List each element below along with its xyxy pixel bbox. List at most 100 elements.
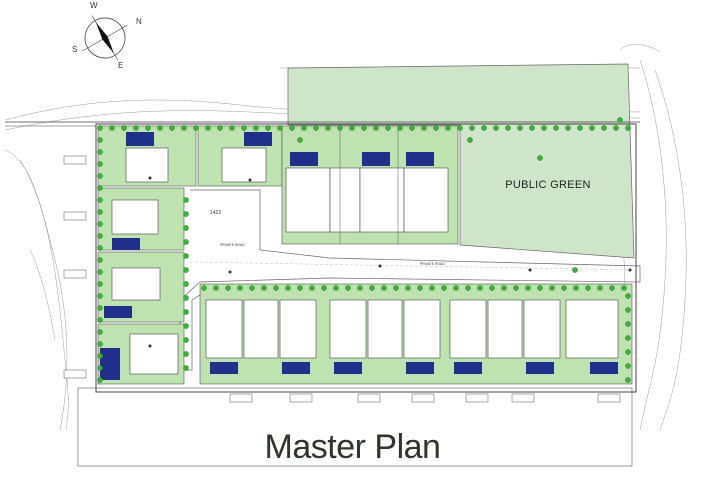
tree-icon (513, 285, 519, 291)
tree-icon (572, 267, 578, 273)
pool (590, 362, 618, 374)
tree-icon (625, 293, 631, 299)
tree-icon (97, 209, 103, 215)
north-townhouses (281, 125, 459, 245)
north-villa-pair (197, 125, 283, 187)
tree-icon (97, 221, 103, 227)
site-boundary (95, 123, 637, 393)
tree-icon (501, 285, 507, 291)
tree-icon (505, 125, 511, 131)
tree-icon (181, 125, 187, 131)
tree-icon (277, 125, 283, 131)
tree-icon (433, 125, 439, 131)
tree-icon (467, 137, 473, 143)
tree-icon (625, 363, 631, 369)
tree-icon (97, 293, 103, 299)
pool (126, 132, 154, 146)
tree-icon (493, 125, 499, 131)
tree-icon (337, 125, 343, 131)
tree-icon (253, 125, 259, 131)
tree-icon (261, 285, 267, 291)
tree-icon (537, 285, 543, 291)
tree-icon (625, 307, 631, 313)
tree-icon (193, 125, 199, 131)
tree-icon (213, 285, 219, 291)
tree-icon (97, 149, 103, 155)
tree-icon (597, 285, 603, 291)
tree-icon (625, 349, 631, 355)
tree-icon (109, 125, 115, 131)
tree-icon (205, 125, 211, 131)
tree-icon (309, 285, 315, 291)
tree-icon (625, 335, 631, 341)
tree-icon (577, 125, 583, 131)
tree-icon (613, 125, 619, 131)
tree-icon (621, 285, 627, 291)
tree-icon (453, 285, 459, 291)
tree-icon (157, 125, 163, 131)
tree-icon (625, 321, 631, 327)
tree-icon (145, 125, 151, 131)
tree-icon (183, 197, 189, 203)
tree-icon (481, 125, 487, 131)
tree-icon (289, 125, 295, 131)
tree-icon (441, 285, 447, 291)
pool (526, 362, 554, 374)
tree-icon (97, 185, 103, 191)
pool (454, 362, 482, 374)
tree-icon (225, 285, 231, 291)
tree-icon (585, 285, 591, 291)
south-townhouses (199, 283, 633, 385)
tree-icon (241, 125, 247, 131)
tree-icon (97, 281, 103, 287)
tree-icon (445, 125, 451, 131)
dimension-label: 1422 (210, 210, 221, 216)
tree-icon (349, 125, 355, 131)
tree-icon (529, 125, 535, 131)
tree-icon (97, 233, 103, 239)
tree-icon (97, 329, 103, 335)
tree-icon (97, 245, 103, 251)
tree-icon (97, 161, 103, 167)
compass-south-label: S (72, 45, 77, 54)
tree-icon (97, 269, 103, 275)
tree-icon (469, 125, 475, 131)
lower-boundary (77, 387, 633, 467)
tree-icon (97, 305, 103, 311)
tree-icon (265, 125, 271, 131)
tree-icon (183, 323, 189, 329)
tree-icon (321, 285, 327, 291)
pool (244, 132, 272, 146)
pool (406, 362, 434, 374)
tree-icon (229, 125, 235, 131)
tree-icon (121, 125, 127, 131)
tree-icon (333, 285, 339, 291)
tree-icon (561, 285, 567, 291)
tree-icon (97, 173, 103, 179)
tree-icon (97, 353, 103, 359)
tree-icon (183, 253, 189, 259)
tree-icon (525, 285, 531, 291)
tree-icon (325, 125, 331, 131)
tree-icon (183, 239, 189, 245)
tree-icon (183, 365, 189, 371)
tree-icon (609, 285, 615, 291)
page-title: Master Plan (264, 428, 441, 466)
tree-icon (183, 309, 189, 315)
tree-icon (601, 125, 607, 131)
pool (104, 306, 132, 318)
tree-icon (617, 117, 623, 123)
tree-icon (565, 125, 571, 131)
tree-icon (183, 267, 189, 273)
tree-icon (357, 285, 363, 291)
trees (97, 117, 631, 383)
tree-icon (183, 211, 189, 217)
tree-icon (625, 377, 631, 383)
tree-icon (133, 125, 139, 131)
tree-icon (345, 285, 351, 291)
tree-icon (417, 285, 423, 291)
tree-icon (489, 285, 495, 291)
tree-icon (183, 337, 189, 343)
tree-icon (373, 125, 379, 131)
